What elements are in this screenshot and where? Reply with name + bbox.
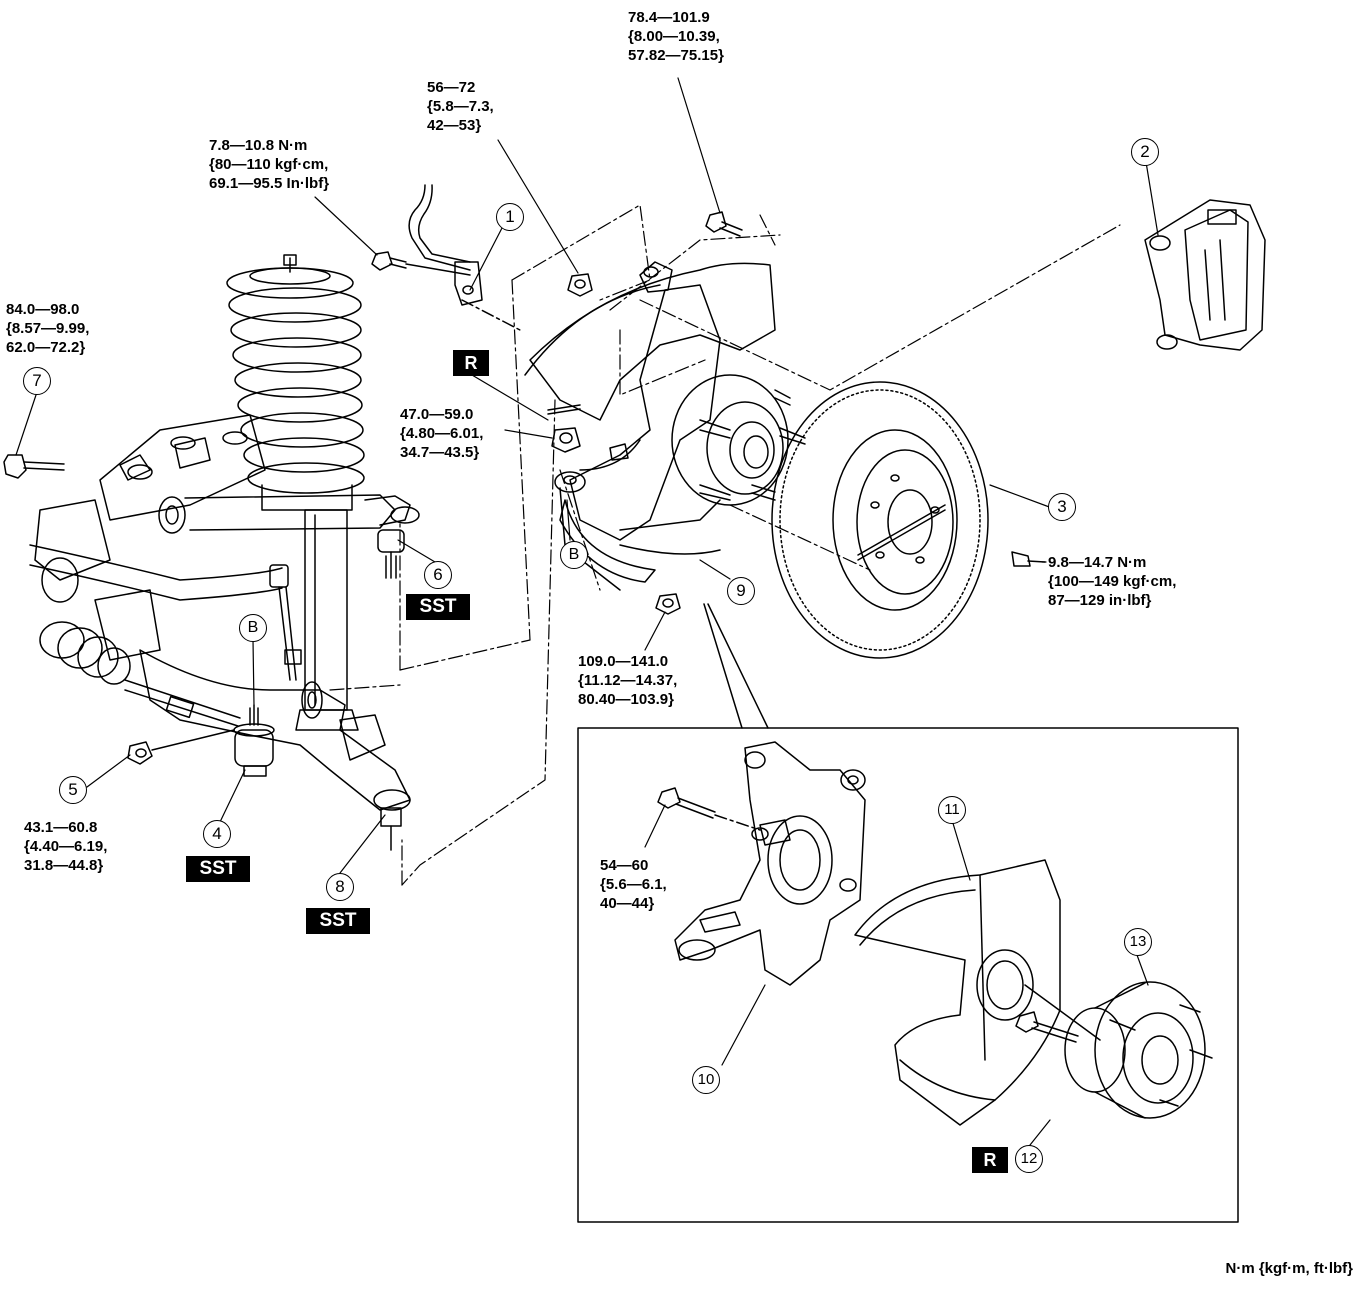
torque-label-knuckle-bolt: 54—60 {5.6—6.1, 40—44} bbox=[600, 856, 667, 913]
sst-tag-8: SST bbox=[306, 908, 370, 934]
tie-rod-nut bbox=[127, 729, 235, 765]
torque-line: 47.0—59.0 bbox=[400, 406, 474, 423]
torque-label-tie-rod-nut: 43.1—60.8 {4.40—6.19, 31.8—44.8} bbox=[24, 818, 107, 875]
torque-line: 7.8—10.8 N·m bbox=[209, 137, 308, 154]
torque-line: 54—60 bbox=[600, 857, 649, 874]
detail-box bbox=[577, 727, 1239, 1223]
torque-line: 42—53} bbox=[427, 117, 482, 134]
callout-1: 1 bbox=[496, 203, 524, 231]
torque-line: {4.40—6.19, bbox=[24, 838, 108, 855]
callout-4: 4 bbox=[203, 820, 231, 848]
sst-tag-4: SST bbox=[186, 856, 250, 882]
torque-line: 57.82—75.15} bbox=[628, 47, 724, 64]
callout-9: 9 bbox=[727, 577, 755, 605]
leader-lines bbox=[15, 77, 1159, 1146]
replace-tag-nut: R bbox=[453, 350, 489, 376]
torque-line: 109.0—141.0 bbox=[578, 653, 669, 670]
callout-12: 12 bbox=[1015, 1145, 1043, 1173]
torque-line: 87—129 in·lbf} bbox=[1048, 592, 1152, 609]
detail-hub-bolt bbox=[1015, 1011, 1079, 1043]
torque-line: 56—72 bbox=[427, 79, 476, 96]
torque-line: 9.8—14.7 N·m bbox=[1048, 554, 1147, 571]
torque-line: 78.4—101.9 bbox=[628, 9, 710, 26]
torque-line: {5.8—7.3, bbox=[427, 98, 494, 115]
torque-label-upper-nut: 47.0—59.0 {4.80—6.01, 34.7—43.5} bbox=[400, 405, 483, 462]
upper-arm-illustration bbox=[34, 414, 420, 661]
torque-line: {80—110 kgf·cm, bbox=[209, 156, 329, 173]
torque-label-lower-nut: 109.0—141.0 {11.12—14.37, 80.40—103.9} bbox=[578, 652, 677, 709]
torque-line: 31.8—44.8} bbox=[24, 857, 104, 874]
hose-bolt bbox=[371, 251, 471, 276]
knuckle-nut-upper-arm bbox=[547, 404, 581, 453]
strut-spring-illustration bbox=[226, 254, 365, 731]
torque-line: {11.12—14.37, bbox=[578, 672, 678, 689]
torque-line: 80.40—103.9} bbox=[578, 691, 674, 708]
torque-line: {8.57—9.99, bbox=[6, 320, 90, 337]
knuckle-assembly-illustration bbox=[524, 261, 806, 591]
torque-line: {4.80—6.01, bbox=[400, 425, 484, 442]
torque-line: 84.0—98.0 bbox=[6, 301, 80, 318]
detail-hub-illustration bbox=[1024, 981, 1213, 1119]
torque-line: {5.6—6.1, bbox=[600, 876, 667, 893]
torque-units-legend: N·m {kgf·m, ft·lbf} bbox=[1225, 1260, 1354, 1277]
torque-line: {100—149 kgf·cm, bbox=[1048, 573, 1177, 590]
knuckle-upper-nut bbox=[567, 273, 593, 297]
torque-line: 34.7—43.5} bbox=[400, 444, 480, 461]
bushing-bolt bbox=[3, 454, 65, 479]
replace-tag-hub-bolt: R bbox=[972, 1147, 1008, 1173]
sst-tag-6: SST bbox=[406, 594, 470, 620]
caliper-bolt bbox=[705, 211, 743, 237]
callout-5: 5 bbox=[59, 776, 87, 804]
callout-2: 2 bbox=[1131, 138, 1159, 166]
detail-dust-cover-illustration bbox=[854, 859, 1061, 1126]
tie-rod-illustration bbox=[39, 621, 241, 727]
callout-7: 7 bbox=[23, 367, 51, 395]
reference-mark-b-knuckle: B bbox=[560, 541, 588, 569]
reference-mark-b-arm: B bbox=[239, 614, 267, 642]
torque-label-disc-screw: 9.8—14.7 N·m {100—149 kgf·cm, 87—129 in·… bbox=[1048, 553, 1176, 610]
knuckle-lower-nut bbox=[655, 593, 681, 615]
brake-caliper-illustration bbox=[1144, 199, 1266, 351]
torque-line: 43.1—60.8 bbox=[24, 819, 98, 836]
torque-line: {8.00—10.39, bbox=[628, 28, 720, 45]
callout-10: 10 bbox=[692, 1066, 720, 1094]
torque-label-bushing-bolt: 84.0—98.0 {8.57—9.99, 62.0—72.2} bbox=[6, 300, 89, 357]
brake-disc-illustration bbox=[771, 381, 989, 659]
torque-label-knuckle-upper-nut: 56—72 {5.8—7.3, 42—53} bbox=[427, 78, 494, 135]
torque-line: 69.1—95.5 In·lbf} bbox=[209, 175, 330, 192]
torque-line: 62.0—72.2} bbox=[6, 339, 86, 356]
callout-8: 8 bbox=[326, 873, 354, 901]
torque-label-hose-bolt: 7.8—10.8 N·m {80—110 kgf·cm, 69.1—95.5 I… bbox=[209, 136, 329, 193]
detail-knuckle-bolt bbox=[657, 787, 761, 831]
brake-hose-illustration bbox=[408, 184, 521, 331]
detail-knuckle-illustration bbox=[674, 741, 866, 986]
callout-11: 11 bbox=[938, 796, 966, 824]
torque-label-caliper-bolt: 78.4—101.9 {8.00—10.39, 57.82—75.15} bbox=[628, 8, 724, 65]
torque-line: 40—44} bbox=[600, 895, 655, 912]
stabilizer-illustration bbox=[29, 544, 302, 681]
callout-3: 3 bbox=[1048, 493, 1076, 521]
lower-arm-illustration bbox=[139, 649, 411, 851]
callout-13: 13 bbox=[1124, 928, 1152, 956]
disc-screw bbox=[1011, 551, 1046, 567]
callout-6: 6 bbox=[424, 561, 452, 589]
